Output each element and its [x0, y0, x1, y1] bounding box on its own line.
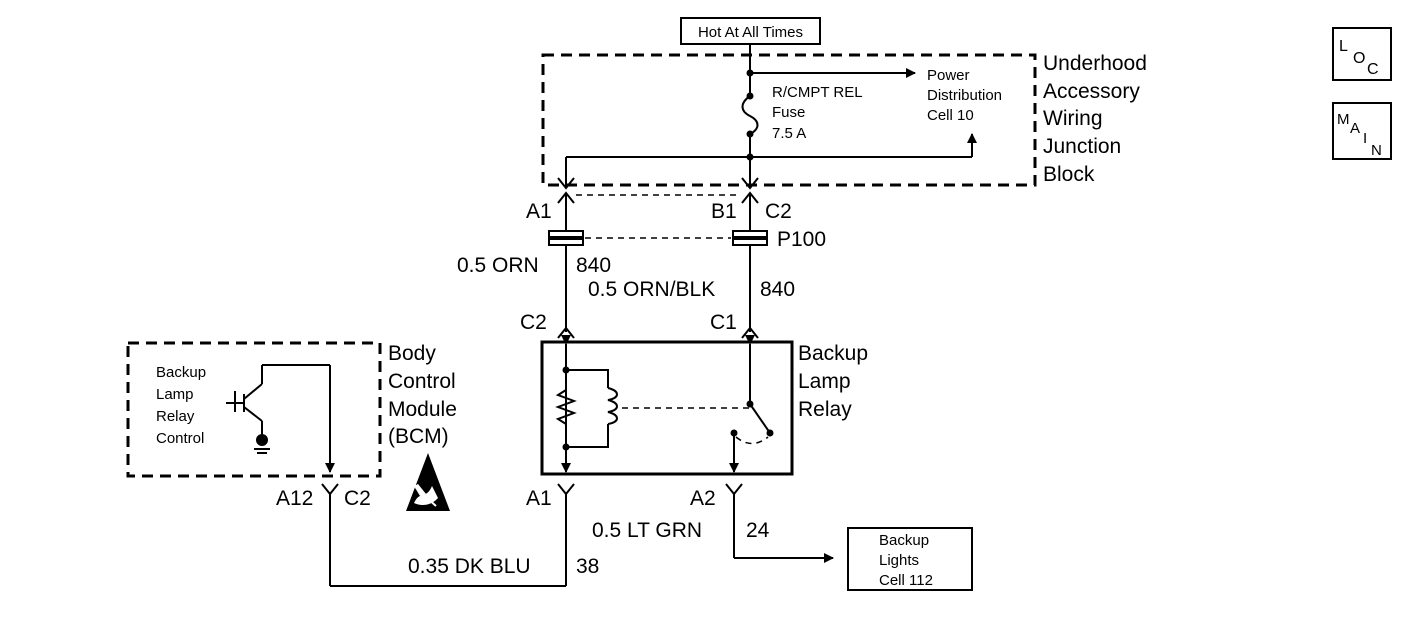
svg-text:Cell 112: Cell 112 — [879, 572, 933, 589]
svg-text:Body: Body — [388, 342, 436, 365]
relay-name: Backup Lamp Relay — [798, 342, 868, 421]
bcm-name: Body Control Module (BCM) — [388, 342, 457, 448]
backup-lamp-relay-box — [540, 340, 794, 476]
bcm-outline — [126, 341, 382, 478]
fuse-symbol — [741, 95, 759, 135]
svg-text:Cell 10: Cell 10 — [927, 107, 974, 124]
svg-text:Lights: Lights — [879, 552, 919, 569]
relay-switch-contact — [749, 403, 771, 434]
connector-c2-relay: C2 — [520, 311, 547, 334]
wire-ltgrn-circuit: 24 — [746, 519, 770, 542]
fuse-label: R/CMPT REL Fuse 7.5 A — [772, 84, 863, 142]
svg-text:Wiring: Wiring — [1043, 107, 1103, 130]
svg-text:Lamp: Lamp — [156, 386, 194, 403]
backup-lights-box[interactable]: Backup Lights Cell 112 — [847, 527, 973, 591]
connector-a1-top: A1 — [526, 200, 552, 223]
connector-c1-relay: C1 — [710, 311, 737, 334]
power-distribution-label: Power Distribution Cell 10 — [927, 67, 1002, 124]
svg-text:Relay: Relay — [798, 398, 852, 421]
main-button[interactable]: M A I N — [1332, 102, 1392, 160]
resistor-symbol — [555, 389, 577, 425]
svg-text:Control: Control — [388, 370, 456, 393]
junction-block-outline — [541, 53, 1037, 187]
connector-b1-top: B1 — [711, 200, 737, 223]
svg-text:Backup: Backup — [798, 342, 868, 365]
p100-label: P100 — [777, 228, 826, 251]
p100-connector-right — [732, 230, 768, 246]
svg-text:Fuse: Fuse — [772, 104, 805, 121]
svg-text:Junction: Junction — [1043, 135, 1121, 158]
svg-text:Block: Block — [1043, 163, 1095, 186]
connector-a12-bcm: A12 — [276, 487, 313, 510]
loc-button[interactable]: L O C — [1332, 27, 1392, 81]
wire-dkblu-circuit: 38 — [576, 555, 599, 578]
connector-c2-bcm: C2 — [344, 487, 371, 510]
wire-ornblk-circuit: 840 — [760, 278, 795, 301]
wire-orn-circuit: 840 — [576, 254, 611, 277]
source-label: Hot At All Times — [698, 24, 803, 41]
svg-text:7.5 A: 7.5 A — [772, 125, 806, 142]
connector-a1-relay: A1 — [526, 487, 552, 510]
relay-coil-symbol — [607, 387, 618, 425]
svg-text:Power: Power — [927, 67, 970, 84]
hot-at-all-times-label: Hot At All Times — [680, 17, 821, 45]
svg-text:Module: Module — [388, 398, 457, 421]
svg-text:C: C — [1367, 61, 1379, 78]
svg-text:(BCM): (BCM) — [388, 425, 449, 448]
svg-text:R/CMPT REL: R/CMPT REL — [772, 84, 863, 101]
svg-text:Accessory: Accessory — [1043, 80, 1140, 103]
esd-warning-icon — [406, 453, 450, 511]
wire-ornblk-label: 0.5 ORN/BLK — [588, 278, 715, 301]
connector-a2-relay: A2 — [690, 487, 716, 510]
svg-text:N: N — [1371, 142, 1382, 159]
svg-text:Backup: Backup — [156, 364, 206, 381]
svg-text:L: L — [1339, 38, 1348, 55]
wire-ltgrn-label: 0.5 LT GRN — [592, 519, 702, 542]
svg-text:Relay: Relay — [156, 408, 195, 425]
bcm-control-label: Backup Lamp Relay Control — [156, 364, 206, 447]
svg-text:Backup: Backup — [879, 532, 929, 549]
svg-text:Underhood: Underhood — [1043, 52, 1147, 75]
p100-connector-left — [548, 230, 584, 246]
svg-text:Control: Control — [156, 430, 204, 447]
svg-text:O: O — [1353, 50, 1365, 67]
wire-dkblu-label: 0.35 DK BLU — [408, 555, 531, 578]
svg-text:A: A — [1350, 120, 1360, 137]
connector-c2-top: C2 — [765, 200, 792, 223]
svg-text:Distribution: Distribution — [927, 87, 1002, 104]
wire-orn-label: 0.5 ORN — [457, 254, 539, 277]
transistor-symbol — [226, 365, 270, 454]
svg-text:M: M — [1337, 111, 1350, 128]
svg-text:I: I — [1363, 130, 1367, 147]
svg-text:Lamp: Lamp — [798, 370, 851, 393]
junction-block-name: Underhood Accessory Wiring Junction Bloc… — [1043, 52, 1147, 186]
